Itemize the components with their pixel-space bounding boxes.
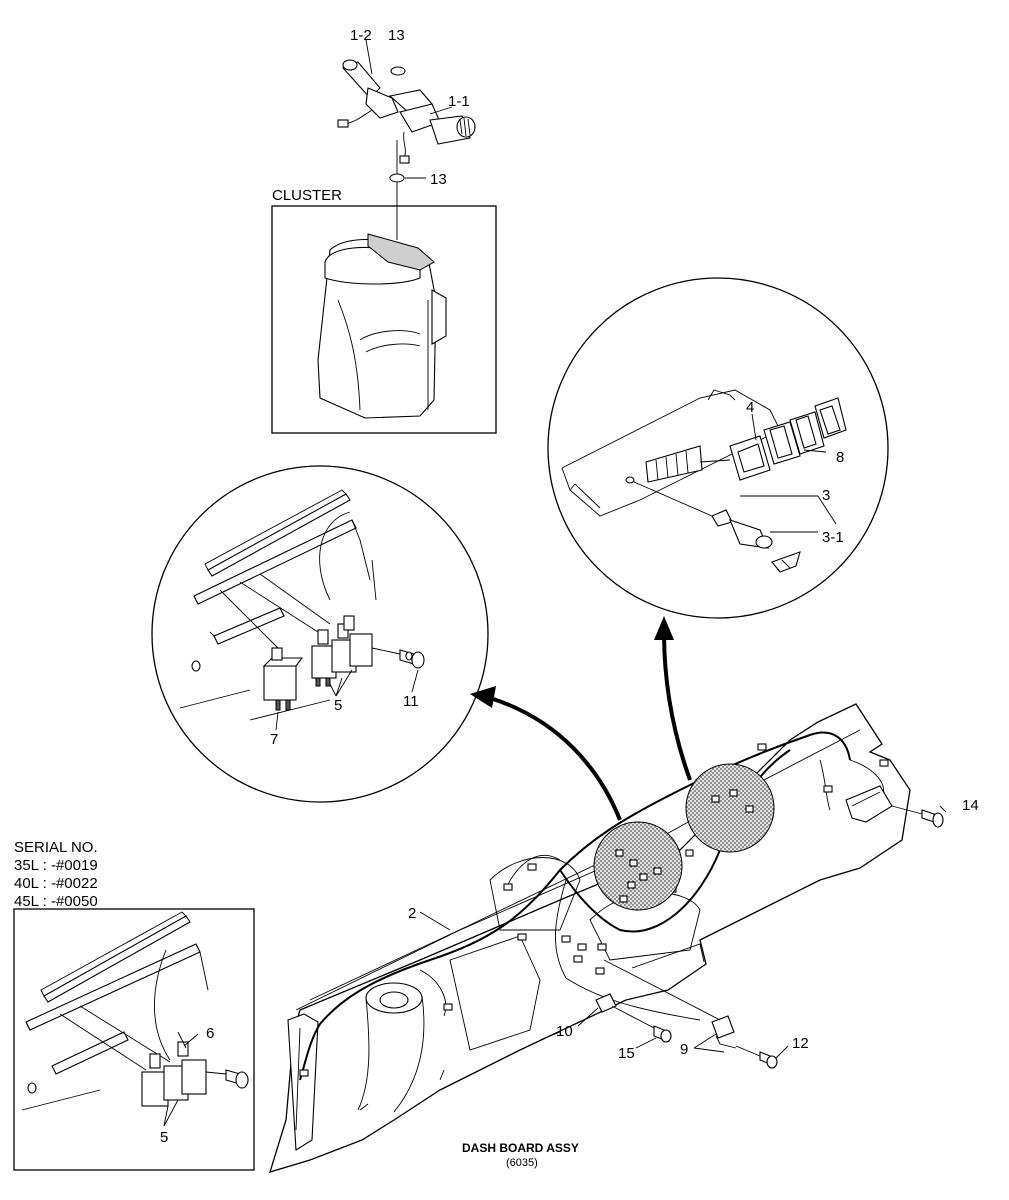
arrow-head-switch [654,616,674,640]
cluster-box [271,205,497,434]
serial-line-40l: 40L : -#0022 [14,875,98,892]
arrow-to-switch-detail [662,631,692,781]
cluster-label: CLUSTER [272,187,342,204]
o-ring-lower [389,173,405,183]
callout-3-1: 3-1 [822,529,844,546]
callout-5-early-box: 5 [160,1129,168,1146]
serial-line-45l: 45L : -#0050 [14,893,98,910]
arrow-head-relay [470,686,496,708]
callout-9: 9 [680,1041,688,1058]
callout-6: 6 [206,1025,214,1042]
callout-3: 3 [822,487,830,504]
callout-2: 2 [408,905,416,922]
highlight-relay-zone [593,821,683,911]
callout-1-2: 1-2 [350,27,372,44]
callout-15: 15 [618,1045,635,1062]
serial-line-35l: 35L : -#0019 [14,857,98,874]
dash-board-body [269,703,944,1173]
multifunction-switch [337,59,476,164]
callout-13-lower: 13 [430,171,447,188]
callout-5-relay-detail: 5 [334,697,342,714]
arrow-to-relay-detail [489,696,622,821]
highlight-switch-zone [685,763,775,853]
callout-1-1: 1-1 [448,93,470,110]
diagram-code: (6035) [506,1157,538,1169]
relay-detail [151,465,489,803]
callout-13-upper: 13 [388,27,405,44]
early-relay-box [13,908,255,1171]
callout-14: 14 [962,797,979,814]
callout-8: 8 [836,449,844,466]
callout-10: 10 [556,1023,573,1040]
callout-12: 12 [792,1035,809,1052]
diagram-title: DASH BOARD ASSY [462,1141,579,1155]
leader-lines [177,39,947,1059]
switch-panel-detail [547,277,889,619]
callout-7: 7 [270,731,278,748]
callout-4: 4 [746,399,754,416]
serial-heading: SERIAL NO. [14,839,98,856]
callout-11: 11 [403,693,419,710]
o-ring-upper [390,66,406,76]
